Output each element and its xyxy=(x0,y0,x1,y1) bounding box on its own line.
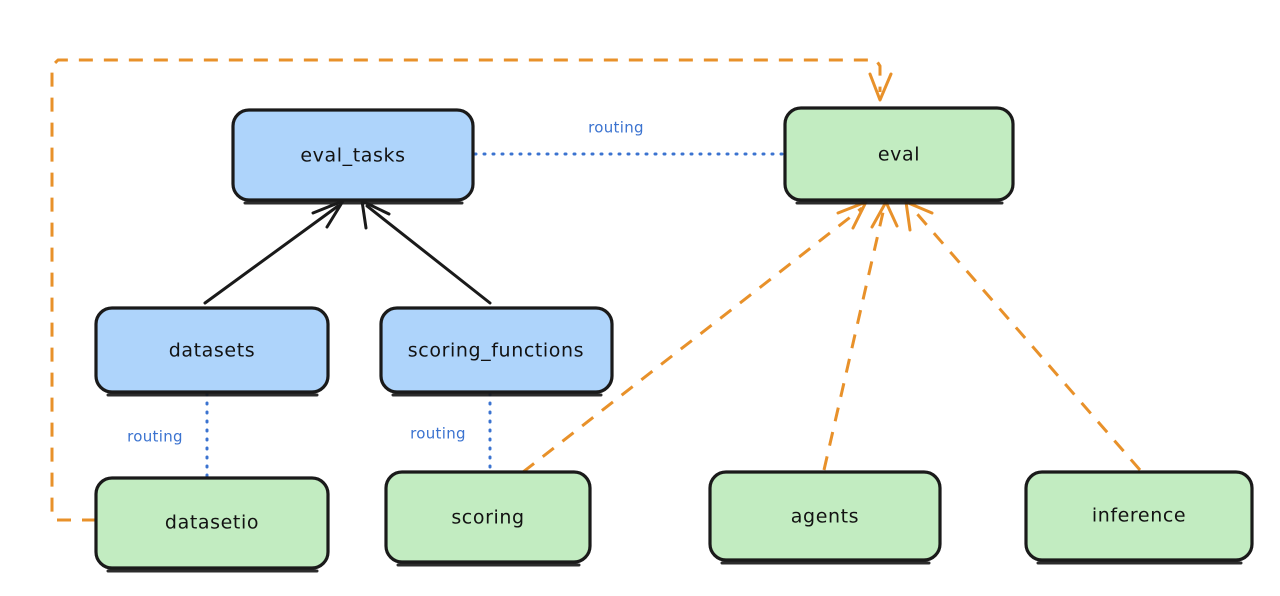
node-datasetio[interactable]: datasetio xyxy=(94,476,330,573)
edge-agents-to-eval-line xyxy=(822,207,886,471)
node-eval_tasks-label: eval_tasks xyxy=(300,145,405,167)
node-inference[interactable]: inference xyxy=(1024,470,1254,565)
node-scoring_functions-box xyxy=(379,306,614,394)
node-scoring-label: scoring xyxy=(451,507,524,529)
edge-eval_tasks-to-eval[interactable]: routing xyxy=(473,119,785,156)
node-scoring_functions[interactable]: scoring_functions xyxy=(379,306,614,397)
edge-agents-to-eval-arrowhead xyxy=(870,200,899,229)
edge-label-routing-scoring: routing xyxy=(410,425,466,443)
edge-datasetio-to-eval-arrowhead xyxy=(868,72,893,102)
node-eval[interactable]: eval xyxy=(783,106,1015,205)
node-eval-box xyxy=(783,106,1015,202)
edge-inference-to-eval-line xyxy=(910,207,1142,471)
node-datasets-label: datasets xyxy=(169,340,256,362)
routing-edges-group: routing routing routing xyxy=(127,119,785,478)
node-agents-label: agents xyxy=(791,506,859,528)
edge-inference-to-eval[interactable] xyxy=(904,200,1142,471)
node-eval_tasks[interactable]: eval_tasks xyxy=(231,108,475,205)
edge-scoring_functions-to-eval_tasks-line xyxy=(365,204,492,305)
edge-scoring_functions-to-eval_tasks[interactable] xyxy=(360,199,492,305)
edge-agents-to-eval[interactable] xyxy=(822,200,899,471)
node-datasetio-label: datasetio xyxy=(165,512,259,534)
node-eval-label: eval xyxy=(878,144,920,166)
edge-label-routing-datasetio: routing xyxy=(127,428,183,446)
node-datasetio-box xyxy=(94,476,330,570)
node-inference-box xyxy=(1024,470,1254,562)
node-scoring[interactable]: scoring xyxy=(384,470,592,567)
node-scoring_functions-label: scoring_functions xyxy=(408,340,584,362)
node-eval_tasks-box xyxy=(231,108,475,202)
node-datasets[interactable]: datasets xyxy=(94,306,330,397)
edge-datasetio-to-eval-line xyxy=(50,58,882,522)
edge-scoring_functions-to-scoring[interactable]: routing xyxy=(410,392,492,472)
node-agents-box xyxy=(708,470,942,562)
node-agents[interactable]: agents xyxy=(708,470,942,565)
node-datasets-box xyxy=(94,306,330,394)
node-inference-label: inference xyxy=(1092,505,1186,527)
nodes-group: eval_tasks eval datasets scoring_functio… xyxy=(94,106,1254,573)
edge-datasets-to-eval_tasks[interactable] xyxy=(203,199,345,305)
edge-datasetio-to-eval[interactable] xyxy=(50,58,893,522)
node-scoring-box xyxy=(384,470,592,564)
edge-scoring-to-eval-line xyxy=(522,206,863,474)
solid-edges-group xyxy=(203,199,492,305)
edge-datasets-to-eval_tasks-line xyxy=(203,204,340,305)
edge-label-routing-eval: routing xyxy=(588,119,644,137)
edge-datasets-to-datasetio[interactable]: routing xyxy=(127,392,209,478)
